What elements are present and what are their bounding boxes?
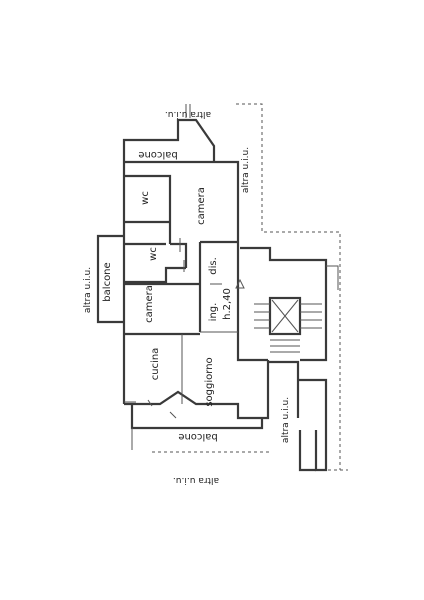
- label-balcone-bottom: balcone: [178, 431, 217, 442]
- label-balcone-top: balcone: [138, 149, 177, 160]
- label-balcone-left: balcone: [102, 262, 113, 301]
- label-camera-big: camera: [196, 187, 207, 225]
- label-altra-right-bottom: altra u.i.u.: [281, 397, 291, 443]
- label-dis: dis.: [208, 257, 219, 275]
- label-height: h.2,40: [222, 288, 233, 320]
- label-wc-upper: wc: [140, 191, 151, 205]
- label-wc-lower: wc: [148, 247, 159, 261]
- label-soggiorno: soggiorno: [204, 357, 215, 406]
- interior-walls: [124, 174, 238, 404]
- label-altra-top: altra u.i.u.: [165, 109, 211, 119]
- apartment-walls: [96, 118, 270, 450]
- label-camera-small: camera: [144, 285, 155, 323]
- label-altra-bottom: altra u.i.u.: [173, 475, 219, 485]
- neighbour-boundary: [152, 103, 348, 471]
- label-altra-left: altra u.i.u.: [83, 267, 93, 313]
- label-cucina: cucina: [150, 348, 161, 381]
- room-labels: altra u.i.u. altra u.i.u. altra u.i.u. a…: [83, 109, 291, 485]
- stair-core: [240, 246, 339, 472]
- label-ing: ing.: [208, 303, 219, 322]
- door-marks: [124, 104, 245, 419]
- label-altra-right-top: altra u.i.u.: [241, 147, 251, 193]
